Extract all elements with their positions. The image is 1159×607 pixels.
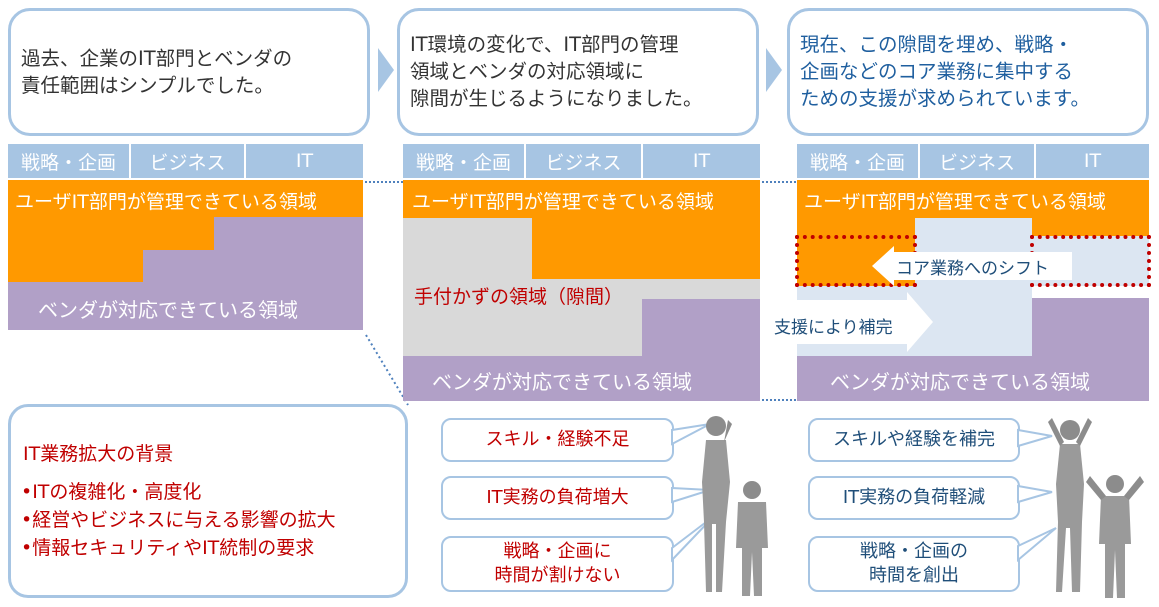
gap-area (403, 218, 532, 356)
user-area-label: ユーザIT部門が管理できている領域 (804, 191, 1106, 213)
connector-line (762, 399, 796, 401)
bubble-now-line3: ための支援が求められています。 (800, 87, 1090, 110)
vendor-area-label: ベンダが対応できている領域 (38, 298, 298, 322)
bubble-past-line1: 過去、企業のIT部門とベンダの (21, 47, 293, 70)
speech-tail-icon (671, 423, 715, 563)
background-item: •ITの複雑化・高度化 (21, 481, 202, 503)
user-area (797, 180, 1149, 218)
connector-line (762, 181, 796, 183)
happy-man-icon (1086, 475, 1144, 598)
problem-bubble: IT実務の負荷増大 (441, 476, 674, 520)
bubble-change-line1: IT環境の変化で、IT部門の管理 (410, 33, 679, 56)
bubble-past: 過去、企業のIT部門とベンダの 責任範囲はシンプルでした。 (8, 8, 370, 136)
background-item: •情報セキュリティやIT統制の要求 (21, 537, 315, 559)
problem-text: 時間が割けない (494, 565, 621, 586)
happy-woman-icon (1048, 418, 1092, 592)
solution-bubble: IT実務の負荷軽減 (808, 476, 1020, 520)
vendor-area (214, 217, 363, 250)
solution-text: スキルや経験を補完 (833, 429, 995, 450)
bubble-now-line1: 現在、この隙間を埋め、戦略・ (800, 33, 1074, 56)
header-it: IT (641, 144, 760, 178)
bubble-change-line2: 領域とベンダの対応領域に (410, 60, 645, 83)
troubled-woman-icon (702, 416, 732, 592)
support-label: 支援により補完 (774, 318, 893, 338)
solution-bubble: スキルや経験を補完 (808, 418, 1020, 462)
user-area (403, 180, 760, 218)
problem-bubble: スキル・経験不足 (441, 418, 674, 462)
support-arrow-right-icon (797, 292, 933, 352)
core-shift-label: コア業務へのシフト (896, 259, 1049, 279)
solution-text: 時間を創出 (869, 565, 959, 586)
problem-text: スキル・経験不足 (485, 429, 630, 450)
background-box: IT業務拡大の背景 •ITの複雑化・高度化 •経営やビジネスに与える影響の拡大 … (8, 404, 408, 598)
solution-text: IT実務の負荷軽減 (842, 487, 986, 508)
background-title: IT業務拡大の背景 (23, 443, 174, 465)
header-strategy: 戦略・企画 (797, 144, 918, 178)
header-business: ビジネス (524, 144, 641, 178)
vendor-area (642, 299, 760, 356)
connector-line (365, 181, 403, 183)
header-it: IT (1034, 144, 1149, 178)
header-strategy: 戦略・企画 (8, 144, 129, 178)
gap-area-label: 手付かずの領域（隙間） (414, 286, 624, 308)
header-it: IT (244, 144, 363, 178)
bubble-now-line2: 企画などのコア業務に集中する (800, 60, 1074, 83)
header-strategy: 戦略・企画 (403, 144, 524, 178)
header-business: ビジネス (129, 144, 244, 178)
speech-tail-icon (1017, 428, 1057, 563)
vendor-area (1032, 298, 1149, 356)
shift-arrow-left-icon (872, 246, 1072, 286)
problem-bubble: 戦略・企画に 時間が割けない (441, 536, 674, 592)
bubble-now: 現在、この隙間を埋め、戦略・ 企画などのコア業務に集中する ための支援が求められ… (787, 8, 1149, 136)
vendor-area-label: ベンダが対応できている領域 (830, 370, 1090, 394)
user-area (8, 180, 363, 217)
arrow-right-icon (766, 48, 782, 92)
arrow-right-icon (378, 48, 394, 92)
problem-text: IT実務の負荷増大 (486, 487, 629, 508)
background-item: •経営やビジネスに与える影響の拡大 (21, 509, 336, 531)
vendor-area-label: ベンダが対応できている領域 (432, 370, 692, 394)
solution-bubble: 戦略・企画の 時間を創出 (808, 536, 1020, 592)
bubble-past-line2: 責任範囲はシンプルでした。 (21, 74, 274, 97)
problem-text: 戦略・企画に (503, 541, 612, 562)
troubled-man-icon (736, 481, 768, 596)
bubble-change: IT環境の変化で、IT部門の管理 領域とベンダの対応領域に 隙間が生じるようにな… (397, 8, 759, 136)
bubble-change-line3: 隙間が生じるようになりました。 (410, 87, 703, 110)
user-area-label: ユーザIT部門が管理できている領域 (412, 191, 714, 213)
connector-line (364, 333, 420, 413)
solution-text: 戦略・企画の (860, 541, 968, 562)
user-area-label: ユーザIT部門が管理できている領域 (15, 191, 317, 213)
header-business: ビジネス (918, 144, 1034, 178)
